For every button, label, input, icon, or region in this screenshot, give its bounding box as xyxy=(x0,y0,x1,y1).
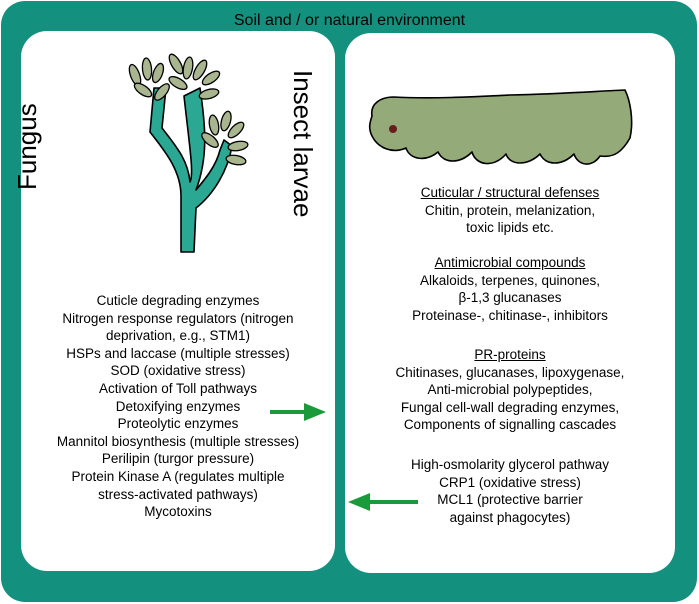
larva-eye xyxy=(389,125,397,133)
fungus-item: Mycotoxins xyxy=(144,504,212,520)
fungus-conidiophore-icon xyxy=(128,53,249,253)
antimicrobial-line: Proteinase-, chitinase-, inhibitors xyxy=(412,307,608,323)
spore-8 xyxy=(192,59,208,81)
pr-proteins-block: PR-proteins Chitinases, glucanases, lipo… xyxy=(345,346,675,434)
fungus-item: Proteolytic enzymes xyxy=(117,416,239,432)
spore-2 xyxy=(141,57,153,81)
spore-9 xyxy=(201,70,221,86)
insect-larva-icon xyxy=(368,89,633,165)
environment-title: Soil and / or natural environment xyxy=(233,12,466,29)
spore-3 xyxy=(151,62,165,84)
spore-5 xyxy=(154,83,170,101)
fungus-item: Activation of Toll pathways xyxy=(98,380,258,396)
fungus-item: Mannitol biosynthesis (multiple stresses… xyxy=(56,433,300,449)
antimicrobial-line: β-1,3 glucanases xyxy=(458,290,562,306)
spore-7 xyxy=(182,56,194,80)
pr-proteins-line: Components of signalling cascades xyxy=(403,417,617,433)
fungal-virulence-block: High-osmolarity glycerol pathway CRP1 (o… xyxy=(345,456,675,526)
fungus-item: Perilipin (turgor pressure) xyxy=(101,451,255,467)
antimicrobial-heading: Antimicrobial compounds xyxy=(434,255,586,270)
spore-16 xyxy=(201,132,219,148)
spore-6 xyxy=(168,53,184,75)
pr-proteins-line: Chitinases, glucanases, lipoxygenase, xyxy=(395,364,625,380)
spore-10 xyxy=(168,76,188,90)
spore-12 xyxy=(208,114,220,136)
fungus-panel xyxy=(21,31,335,571)
spore-17 xyxy=(225,154,247,166)
spore-13 xyxy=(220,110,232,132)
cuticular-line: Chitin, protein, melanization, xyxy=(424,202,596,218)
fungus-item: Cuticle degrading enzymes xyxy=(96,293,260,308)
fungus-item: deprivation, e.g., STM1) xyxy=(105,328,251,344)
fungus-item: SOD (oxidative stress) xyxy=(110,363,246,379)
arrow-right-icon xyxy=(270,403,326,421)
fungus-item: Nitrogen response regulators (nitrogen xyxy=(62,310,294,326)
cuticular-line: toxic lipids etc. xyxy=(466,220,554,236)
spore-4 xyxy=(133,82,153,98)
antimicrobial-line: Alkaloids, terpenes, quinones, xyxy=(419,272,601,288)
virulence-line: CRP1 (oxidative stress) xyxy=(439,474,581,490)
pr-proteins-line: Fungal cell-wall degrading enzymes, xyxy=(400,399,620,415)
virulence-line: against phagocytes) xyxy=(449,509,571,525)
fungus-item: Protein Kinase A (regulates multiple xyxy=(71,468,285,484)
arrow-left-icon xyxy=(348,493,418,511)
spore-14 xyxy=(227,121,245,139)
virulence-line: High-osmolarity glycerol pathway xyxy=(410,457,610,472)
spore-15 xyxy=(227,140,249,152)
cuticular-defenses-block: Cuticular / structural defenses Chitin, … xyxy=(345,184,675,237)
fungus-item: Detoxifying enzymes xyxy=(115,398,241,414)
spore-11 xyxy=(198,88,220,100)
pr-proteins-heading: PR-proteins xyxy=(474,347,546,362)
cuticular-heading: Cuticular / structural defenses xyxy=(420,185,600,200)
fungus-item: HSPs and laccase (multiple stresses) xyxy=(66,345,290,361)
pr-proteins-line: Anti-microbial polypeptides, xyxy=(427,382,593,398)
virulence-line: MCL1 (protective barrier xyxy=(437,492,583,508)
fungus-item: stress-activated pathways) xyxy=(98,486,258,502)
antimicrobial-compounds-block: Antimicrobial compounds Alkaloids, terpe… xyxy=(345,254,675,324)
fungus-factor-list: Cuticle degrading enzymes Nitrogen respo… xyxy=(21,292,335,521)
